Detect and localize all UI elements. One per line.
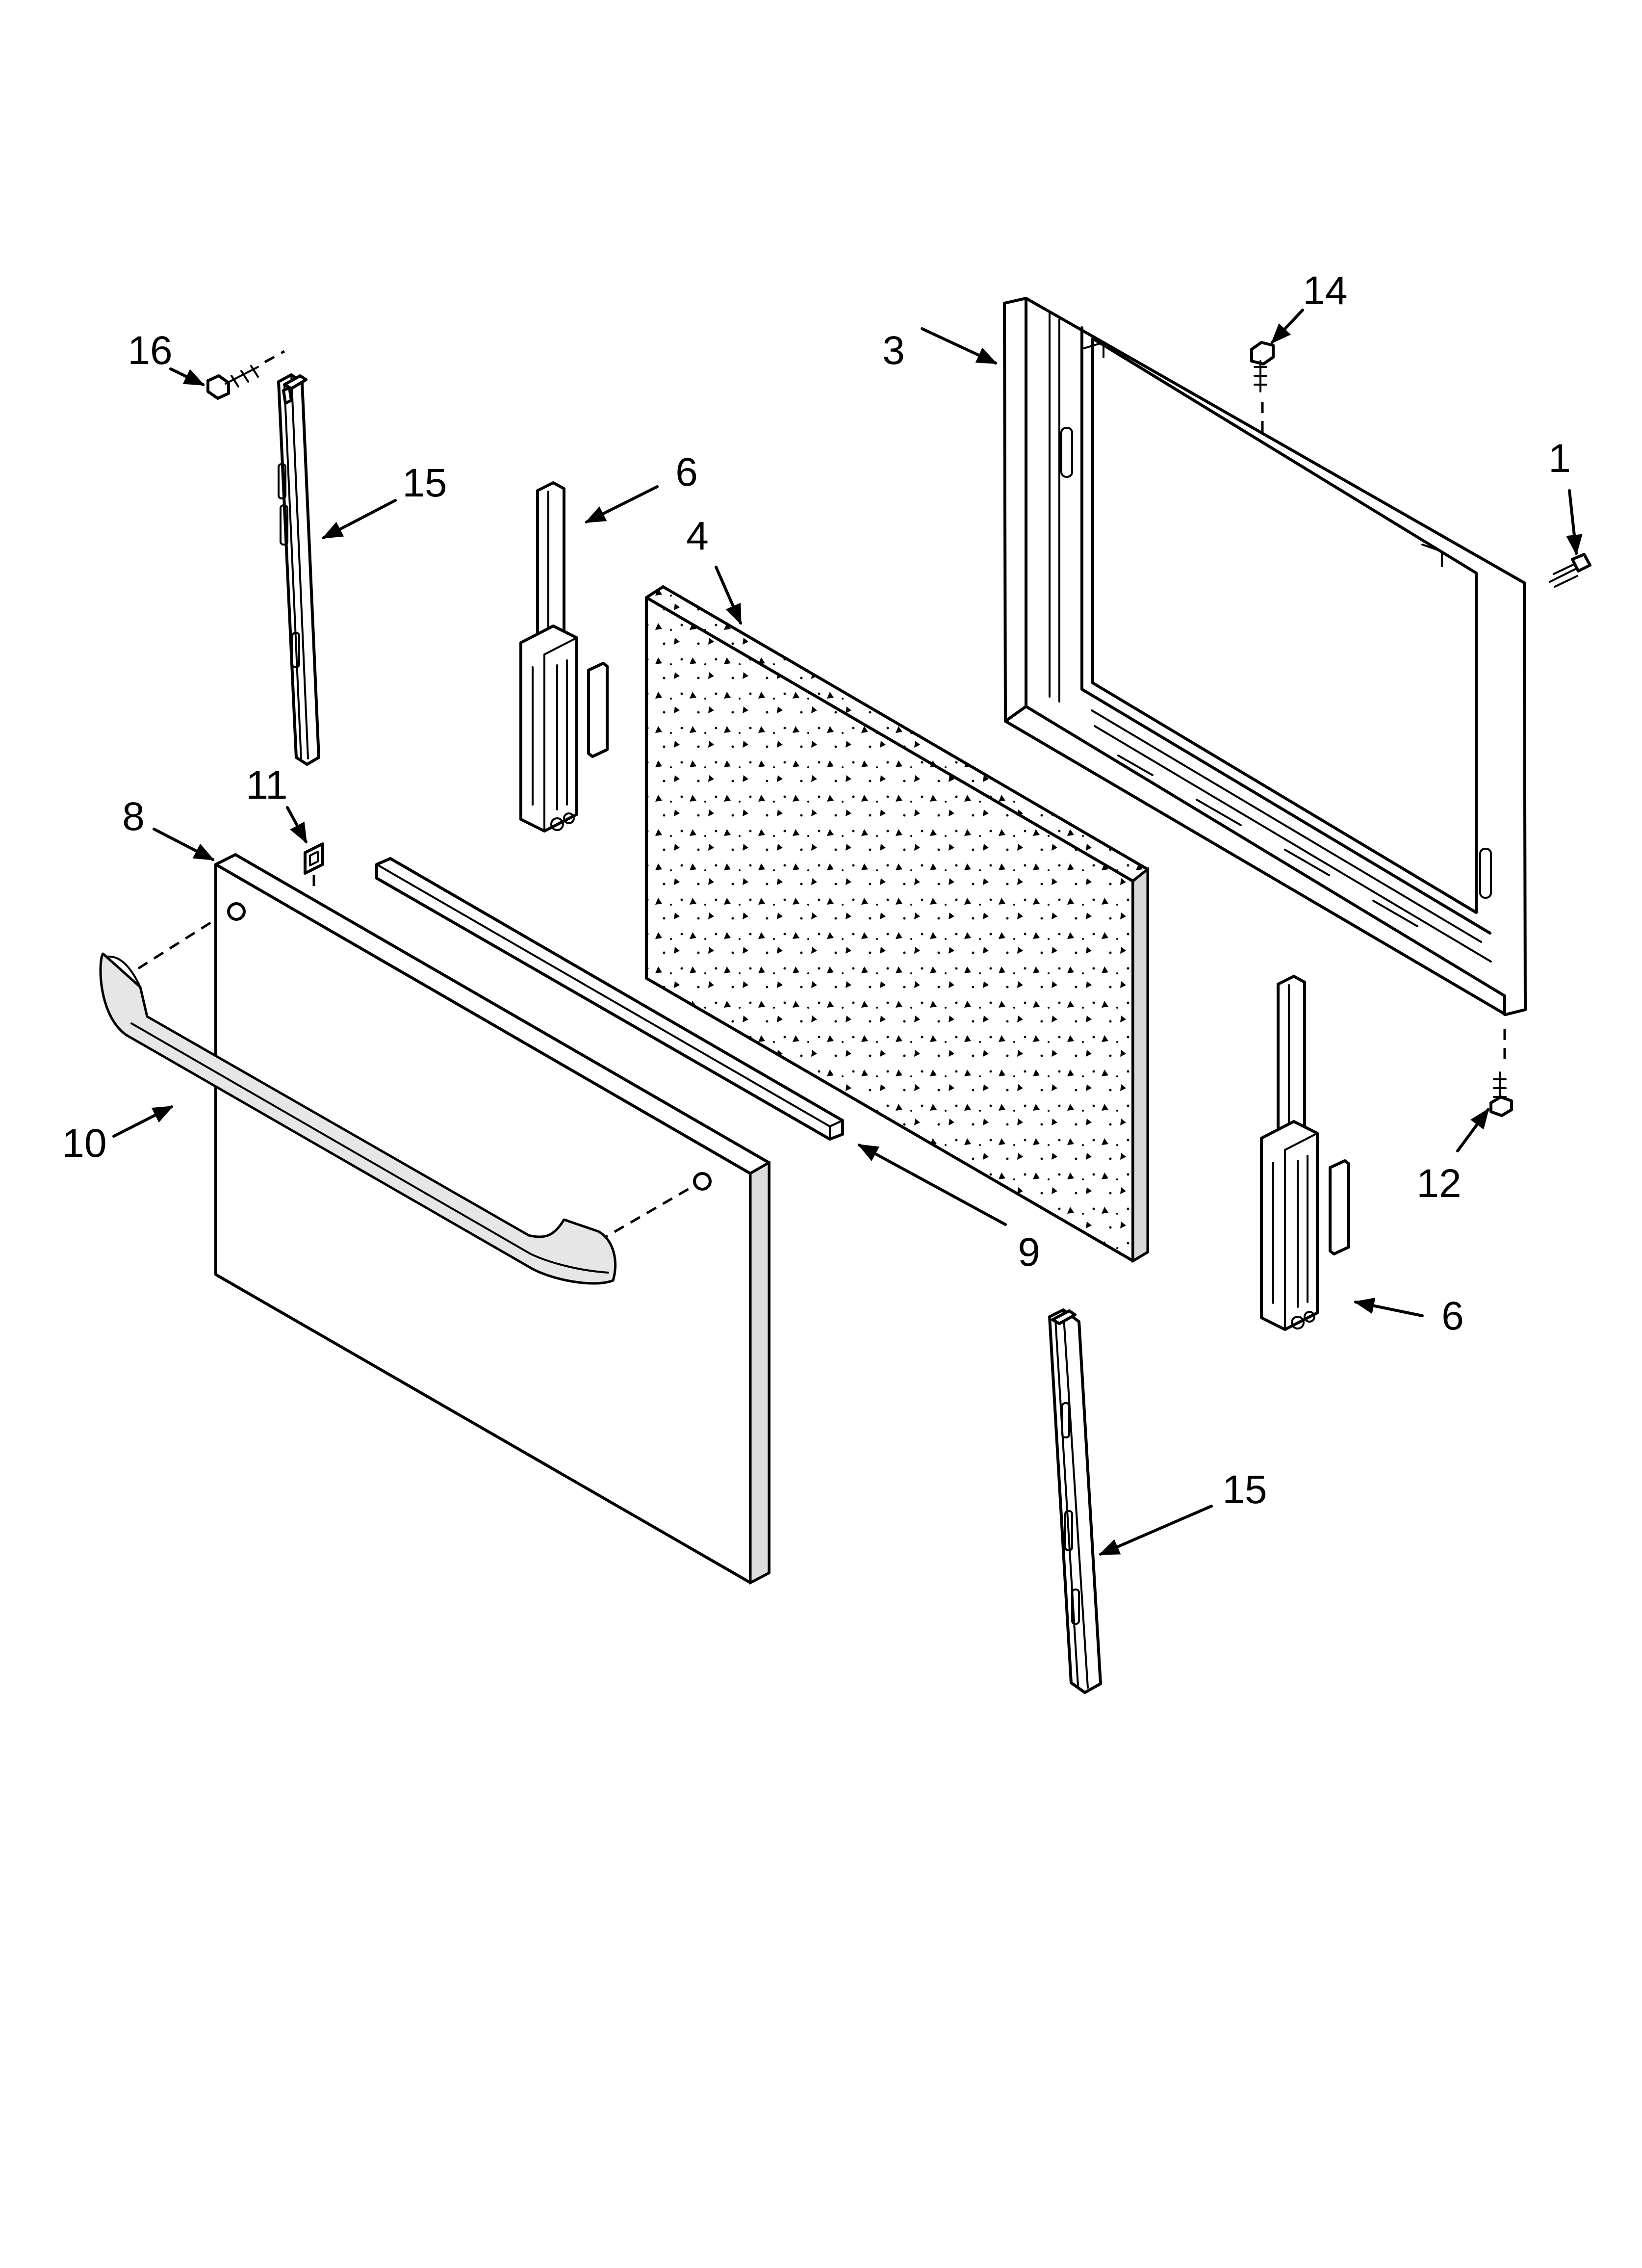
door-insulation: [645, 585, 1149, 1263]
door-handle: [99, 918, 693, 1285]
leader-lines: [112, 309, 1583, 1556]
callout-11: 11: [246, 763, 287, 808]
leader-11: [286, 806, 308, 844]
screw-16: [206, 350, 285, 400]
leader-12: [1456, 1108, 1489, 1152]
callout-1: 1: [1548, 436, 1571, 481]
leader-6a: [585, 485, 659, 523]
hinge-lower: [1260, 975, 1350, 1331]
leader-9: [857, 1144, 1007, 1226]
inner-door-frame: [1003, 297, 1527, 1016]
callout-15-upper: 15: [402, 461, 447, 505]
leader-3: [921, 327, 998, 365]
callout-3: 3: [882, 328, 905, 373]
callout-10: 10: [62, 1121, 106, 1166]
callout-14: 14: [1303, 268, 1347, 313]
callout-12: 12: [1416, 1161, 1461, 1206]
screw-1: [1549, 553, 1591, 588]
gasket-strip: [375, 857, 844, 1141]
callout-15-lower: 15: [1222, 1467, 1267, 1512]
callout-labels: 1 3 4 6 6 8 9 10 11 12 14 15 15 16: [62, 268, 1570, 1512]
hinge-upper: [519, 481, 609, 833]
callout-9: 9: [1018, 1230, 1040, 1275]
screw-14: [1250, 341, 1275, 437]
leader-8: [153, 828, 215, 861]
leader-4: [715, 566, 742, 625]
hinge-bracket-upper: [277, 373, 320, 766]
callout-8: 8: [122, 794, 145, 839]
leader-10: [112, 1105, 174, 1138]
callout-6-lower: 6: [1441, 1294, 1464, 1338]
callout-6-upper: 6: [675, 450, 698, 495]
screw-12: [1489, 1029, 1513, 1117]
leader-16: [169, 367, 205, 386]
leader-15b: [1099, 1505, 1213, 1556]
hinge-bracket-lower: [1048, 1308, 1102, 1694]
clip-11: [304, 842, 324, 889]
leader-15a: [322, 499, 397, 539]
leader-14: [1271, 309, 1304, 344]
leader-1: [1566, 489, 1583, 556]
callout-16: 16: [128, 328, 172, 373]
leader-6b: [1353, 1298, 1424, 1317]
callout-4: 4: [686, 514, 709, 558]
